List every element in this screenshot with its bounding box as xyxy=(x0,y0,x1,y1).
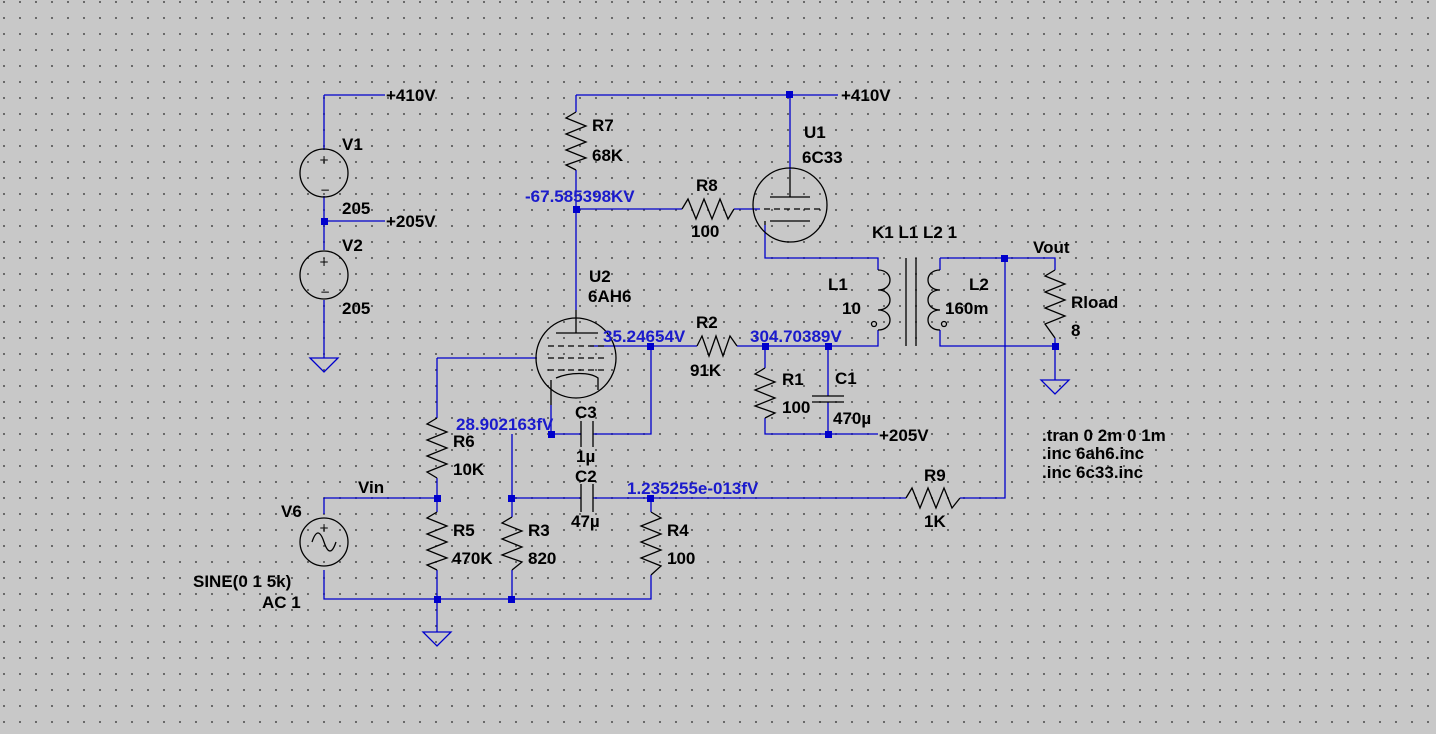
voltage-source-v1[interactable]: + − xyxy=(299,148,349,198)
pentode-u2[interactable] xyxy=(535,310,617,405)
u2-value: 6AH6 xyxy=(588,287,631,306)
directive-inc-6c33: .inc 6c33.inc xyxy=(1042,463,1143,482)
directive-tran: .tran 0 2m 0 1m xyxy=(1042,426,1166,445)
r5-value: 470K xyxy=(452,549,493,568)
l1-name: L1 xyxy=(828,275,848,294)
wires xyxy=(323,94,1056,632)
resistor-r5[interactable] xyxy=(425,511,449,571)
resistor-rload[interactable] xyxy=(1043,269,1067,339)
l2-name: L2 xyxy=(969,275,989,294)
voltage-source-v2[interactable]: + − xyxy=(299,250,349,300)
l2-value: 160m xyxy=(945,299,988,318)
coupling-directive: K1 L1 L2 1 xyxy=(872,223,957,242)
capacitor-c3[interactable] xyxy=(580,421,594,447)
inductor-l2[interactable] xyxy=(927,269,948,331)
ground-symbol-1 xyxy=(308,357,340,373)
ground-symbol-3 xyxy=(1039,379,1071,395)
junction-dots xyxy=(321,91,1059,603)
c1-value: 470µ xyxy=(833,409,871,428)
inductor-l1[interactable] xyxy=(870,269,891,331)
triode-u1[interactable] xyxy=(752,167,828,243)
spice-directives[interactable]: .tran 0 2m 0 1m .inc 6ah6.inc .inc 6c33.… xyxy=(1042,426,1166,482)
capacitor-c1[interactable] xyxy=(812,395,844,403)
directive-inc-6ah6: .inc 6ah6.inc xyxy=(1042,444,1144,463)
probe-c3-node: 28.902163fV xyxy=(456,415,554,434)
u2-name: U2 xyxy=(589,267,611,286)
component-labels: V1 205 V2 205 V6 SINE(0 1 5k) AC 1 R7 68… xyxy=(193,116,1118,612)
rload-value: 8 xyxy=(1071,321,1080,340)
ground-symbol-2 xyxy=(421,631,453,647)
resistor-r8[interactable] xyxy=(681,197,735,221)
resistor-r2[interactable] xyxy=(696,334,738,358)
r6-name: R6 xyxy=(453,432,475,451)
c2-name: C2 xyxy=(575,467,597,486)
probe-u2-plate: 35.24654V xyxy=(603,327,686,346)
r1-value: 100 xyxy=(782,398,810,417)
svg-text:−: − xyxy=(320,285,330,299)
r6-value: 10K xyxy=(453,460,485,479)
v6-value: SINE(0 1 5k) xyxy=(193,572,291,591)
net-label-vin: Vin xyxy=(358,478,384,497)
probe-r2-node: 304.70389V xyxy=(750,327,842,346)
v6-ac: AC 1 xyxy=(262,593,301,612)
r2-value: 91K xyxy=(690,361,722,380)
net-label-205v-bottom: +205V xyxy=(879,426,929,445)
resistor-r6[interactable] xyxy=(425,417,449,479)
r2-name: R2 xyxy=(696,313,718,332)
v2-name: V2 xyxy=(342,236,363,255)
r7-value: 68K xyxy=(592,146,624,165)
r3-name: R3 xyxy=(528,521,550,540)
net-label-vout: Vout xyxy=(1033,238,1070,257)
net-labels: +410V +410V +205V +205V Vin Vout xyxy=(358,86,1070,497)
u1-value: 6C33 xyxy=(802,148,843,167)
r3-value: 820 xyxy=(528,549,556,568)
net-label-205v-left: +205V xyxy=(386,212,436,231)
v1-name: V1 xyxy=(342,135,363,154)
probe-feedback-node: 1.235255e-013fV xyxy=(627,479,759,498)
r9-name: R9 xyxy=(924,466,946,485)
svg-text:+: + xyxy=(319,255,329,269)
r8-value: 100 xyxy=(691,222,719,241)
voltage-probes: -67.585398KV 35.24654V 304.70389V 28.902… xyxy=(456,187,842,498)
sine-source-v6[interactable]: + xyxy=(299,517,349,567)
l1-value: 10 xyxy=(842,299,861,318)
r8-name: R8 xyxy=(696,176,718,195)
rload-name: Rload xyxy=(1071,293,1118,312)
probe-r7-node: -67.585398KV xyxy=(525,187,635,206)
v2-value: 205 xyxy=(342,299,370,318)
c1-name: C1 xyxy=(835,369,857,388)
r1-name: R1 xyxy=(782,370,804,389)
r4-value: 100 xyxy=(667,549,695,568)
r5-name: R5 xyxy=(453,521,475,540)
c2-value: 47µ xyxy=(571,512,600,531)
net-label-410v-right: +410V xyxy=(841,86,891,105)
capacitor-c2[interactable] xyxy=(580,484,594,512)
resistor-r7[interactable] xyxy=(564,111,588,171)
svg-text:+: + xyxy=(319,153,329,167)
r7-name: R7 xyxy=(592,116,614,135)
v1-value: 205 xyxy=(342,199,370,218)
resistor-r9[interactable] xyxy=(905,486,961,510)
resistor-r1[interactable] xyxy=(753,367,777,419)
u1-name: U1 xyxy=(804,123,826,142)
resistor-r3[interactable] xyxy=(500,516,524,571)
r4-name: R4 xyxy=(667,521,689,540)
r9-value: 1K xyxy=(924,512,946,531)
resistor-r4[interactable] xyxy=(639,511,663,576)
c3-name: C3 xyxy=(575,403,597,422)
svg-text:−: − xyxy=(320,183,330,197)
v6-name: V6 xyxy=(281,502,302,521)
svg-text:+: + xyxy=(319,521,329,535)
transformer-core xyxy=(905,258,917,346)
net-label-410v-left: +410V xyxy=(386,86,436,105)
c3-value: 1µ xyxy=(576,447,595,466)
